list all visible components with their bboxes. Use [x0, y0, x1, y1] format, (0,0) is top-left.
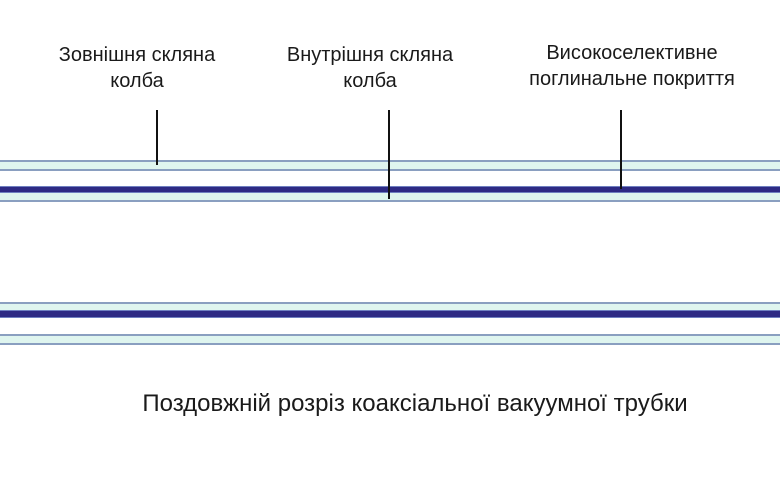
inner-glass-upper-edge — [0, 200, 780, 202]
label-line: поглинальне покриття — [529, 68, 735, 90]
label-coating: Високоселективне поглинальне покриття — [529, 40, 735, 92]
label-line: колба — [110, 70, 164, 92]
label-inner-glass: Внутрішня скляна колба — [287, 42, 453, 94]
outer-glass-lower-inner-edge — [0, 334, 780, 336]
label-line: колба — [343, 70, 397, 92]
label-line: Високоселективне — [546, 42, 718, 64]
label-outer-glass: Зовнішня скляна колба — [59, 42, 215, 94]
inner-glass-lower-edge — [0, 302, 780, 304]
inner-glass-lower-fill — [0, 303, 780, 312]
label-line: Внутрішня скляна — [286, 44, 454, 66]
diagram-caption: Поздовжній розріз коаксіальної вакуумної… — [142, 390, 688, 417]
outer-glass-lower-fill — [0, 335, 780, 344]
outer-glass-lower-outer-edge — [0, 343, 780, 345]
coating-lower — [0, 311, 780, 317]
label-line: Зовнішня скляна — [58, 44, 216, 66]
